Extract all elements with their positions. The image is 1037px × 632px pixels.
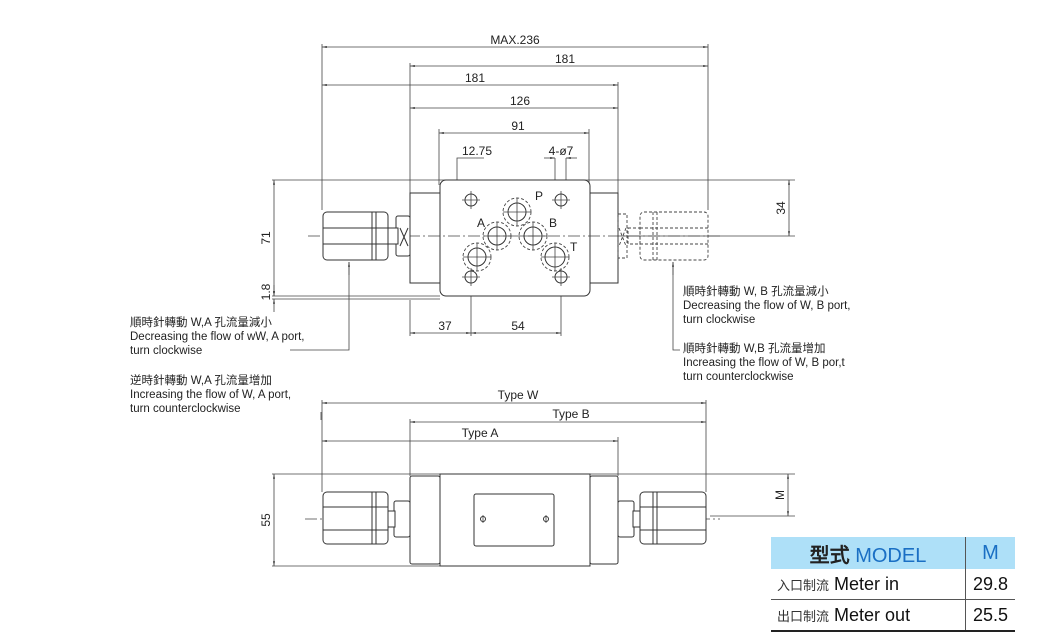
- note-right-decrease: 順時針轉動 W, B 孔流量減小 Decreasing the flow of …: [683, 285, 850, 327]
- right-flow-adjuster: [617, 211, 709, 261]
- nameplate: [473, 493, 555, 547]
- row-label-zh: 出口制流: [777, 608, 830, 624]
- dim-181-type-a: 181: [465, 71, 485, 85]
- dim-55: 55: [259, 513, 273, 527]
- port-label-a: A: [477, 216, 485, 230]
- model-header-en: MODEL: [855, 544, 927, 567]
- dim-91: 91: [511, 119, 525, 133]
- dim-type-a: Type A: [462, 426, 499, 440]
- model-table: 型式 MODEL M 入口制流 Meter in 29.8 出口制流 Meter…: [771, 537, 1015, 632]
- note-text-zh: 逆時針轉動 W,A 孔流量增加: [130, 375, 272, 387]
- note-text-en: Increasing the flow of W, B por,t: [683, 357, 845, 369]
- table-row: 入口制流 Meter in 29.8: [771, 569, 1015, 600]
- model-header-zh: 型式: [809, 544, 850, 567]
- model-header-value: M: [965, 537, 1015, 569]
- dim-m: M: [773, 490, 787, 500]
- dim-12-75: 12.75: [462, 144, 492, 158]
- model-header-label: 型式 MODEL: [771, 537, 966, 569]
- leader-right: [672, 262, 680, 351]
- note-text-zh: 順時針轉動 W,A 孔流量減小: [130, 317, 272, 329]
- note-text-en-2: turn clockwise: [130, 345, 203, 357]
- row-label: 出口制流 Meter out: [771, 599, 966, 632]
- side-view-dimension-labels: Type W Type B Type A 55 M: [259, 388, 787, 527]
- note-text-en-2: turn counterclockwise: [130, 403, 241, 415]
- dim-71: 71: [259, 231, 273, 245]
- top-view-valve: P A B T: [290, 179, 720, 420]
- port-label-p: P: [535, 189, 543, 203]
- row-label: 入口制流 Meter in: [771, 569, 966, 600]
- note-text-en: Increasing the flow of W, A port,: [130, 389, 292, 401]
- note-right-increase: 順時針轉動 W,B 孔流量增加 Increasing the flow of W…: [683, 342, 845, 384]
- dim-1-8: 1.8: [259, 283, 273, 300]
- note-left-decrease: 順時針轉動 W,A 孔流量減小 Decreasing the flow of w…: [130, 316, 305, 358]
- port-label-t: T: [570, 240, 578, 254]
- row-value: 25.5: [965, 599, 1015, 632]
- note-text-en: Decreasing the flow of wW, A port,: [130, 331, 305, 343]
- port-p: [502, 197, 532, 227]
- note-text-en: Decreasing the flow of W, B port,: [683, 300, 851, 312]
- dim-37: 37: [438, 319, 452, 333]
- note-text-zh: 順時針轉動 W,B 孔流量增加: [683, 343, 826, 355]
- port-a: [482, 221, 512, 251]
- mounting-holes: [462, 191, 570, 286]
- port-label-b: B: [549, 216, 557, 230]
- dim-type-w: Type W: [498, 388, 539, 402]
- dim-34: 34: [774, 201, 788, 215]
- left-flow-adjuster: [322, 211, 411, 261]
- note-left-increase: 逆時針轉動 W,A 孔流量增加 Increasing the flow of W…: [130, 374, 291, 416]
- row-value: 29.8: [965, 569, 1015, 600]
- row-label-en: Meter out: [834, 604, 911, 625]
- model-table-header: 型式 MODEL M: [771, 537, 1015, 569]
- row-label-zh: 入口制流: [777, 577, 830, 593]
- row-label-en: Meter in: [834, 573, 900, 594]
- side-view-valve: [305, 473, 720, 567]
- note-text-zh: 順時針轉動 W, B 孔流量減小: [683, 286, 829, 298]
- port-t: [540, 242, 570, 272]
- dim-hole-spec: 4-ø7: [549, 144, 574, 158]
- port-b: [518, 221, 548, 251]
- table-row: 出口制流 Meter out 25.5: [771, 599, 1015, 632]
- dim-max-236: MAX.236: [490, 33, 540, 47]
- leader-left: [290, 262, 350, 351]
- note-text-en-2: turn clockwise: [683, 314, 756, 326]
- note-text-en-2: turn counterclockwise: [683, 371, 794, 383]
- dim-type-b: Type B: [552, 407, 589, 421]
- dim-181-type-b: 181: [555, 52, 575, 66]
- dim-54: 54: [511, 319, 525, 333]
- dim-126: 126: [510, 94, 530, 108]
- port-t-left: [462, 242, 492, 272]
